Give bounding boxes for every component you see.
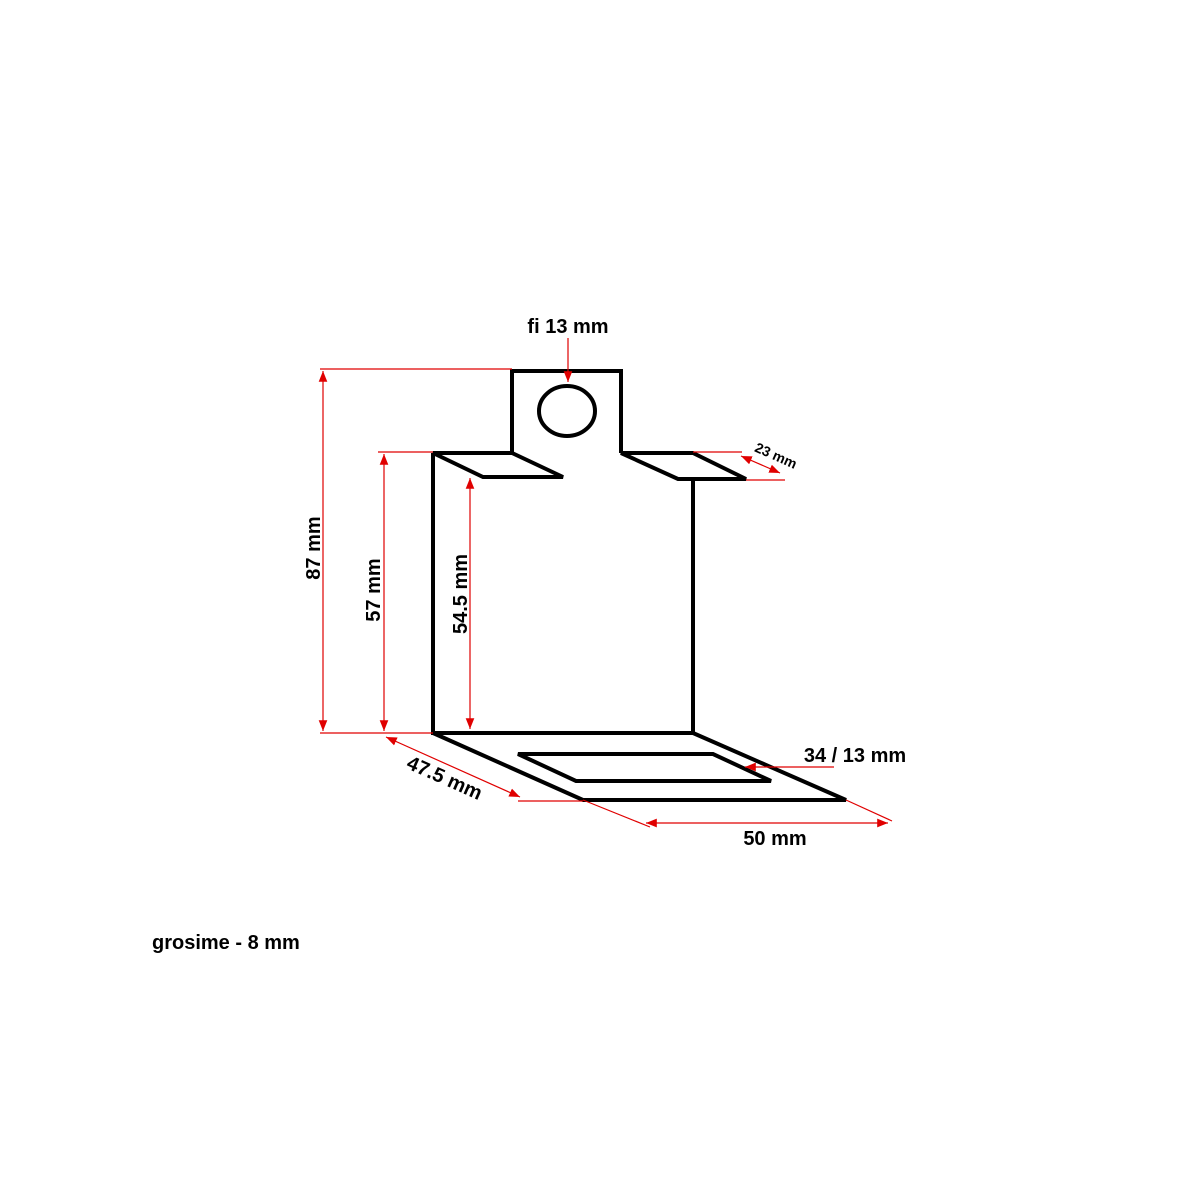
left-shelf: [432, 451, 564, 479]
base-width-label: 50 mm: [743, 828, 806, 850]
body: [431, 453, 695, 735]
total-height-label: 87 mm: [303, 516, 325, 579]
shelf-depth-label: 23 mm: [753, 439, 800, 472]
mounting-hole: [537, 384, 597, 438]
hole-label: fi 13 mm: [527, 316, 608, 338]
base-slot: [517, 752, 772, 783]
dimension-labels: fi 13 mm 87 mm 57 mm 54.5 mm 23 mm 47.5 …: [152, 316, 906, 954]
base-depth-label: 47.5 mm: [403, 752, 485, 805]
bracket-outline: [431, 369, 847, 802]
right-shelf: [620, 451, 747, 481]
thickness-note: grosime - 8 mm: [152, 932, 300, 954]
tab: [510, 369, 623, 453]
body-height-label: 57 mm: [363, 558, 385, 621]
base-depth-arrow: [385, 736, 521, 798]
dimension-lines: [318, 338, 893, 828]
slot-label: 34 / 13 mm: [804, 745, 906, 767]
shelf-depth-arrow: [740, 455, 781, 474]
inner-height-label: 54.5 mm: [450, 554, 472, 634]
